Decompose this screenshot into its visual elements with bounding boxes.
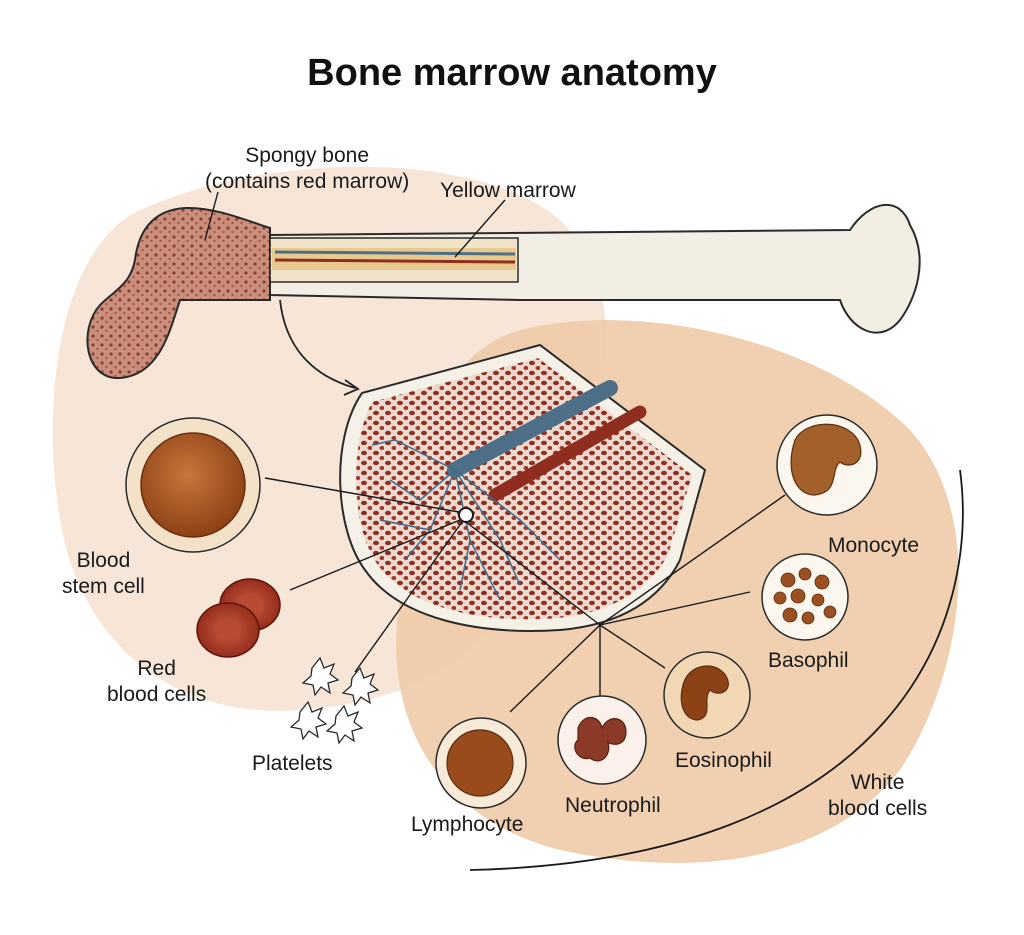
label-red-blood-cells-line2: blood cells <box>107 683 207 706</box>
blood-stem-cell <box>125 417 261 553</box>
basophil-cell <box>761 553 849 641</box>
white-blood-cells-bracket <box>469 469 964 871</box>
platelets <box>289 656 380 745</box>
label-spongy-bone-line1: Spongy bone <box>245 144 369 167</box>
focus-circle <box>458 507 474 523</box>
red-blood-cells <box>196 578 281 658</box>
label-red-blood-cells: Red blood cells <box>107 656 206 708</box>
label-neutrophil: Neutrophil <box>565 794 661 817</box>
label-yellow-marrow: Yellow marrow <box>440 179 576 202</box>
femur-bone <box>86 204 921 380</box>
blood-vessel-red <box>488 405 647 502</box>
zoom-arrow <box>279 299 356 389</box>
neutrophil-cell <box>557 695 647 785</box>
leader-lines <box>204 191 786 713</box>
bone-cross-section <box>339 343 707 632</box>
label-white-blood-cells-line2: blood cells <box>828 797 928 820</box>
label-blood-stem-cell-line1: Blood <box>76 549 131 572</box>
label-white-blood-cells: White blood cells <box>828 770 927 822</box>
page-title: Bone marrow anatomy <box>307 52 717 94</box>
label-red-blood-cells-line1: Red <box>137 657 176 680</box>
label-monocyte: Monocyte <box>828 534 920 557</box>
capillary-network <box>371 439 561 601</box>
eosinophil-cell <box>663 651 751 739</box>
blood-vessel-blue <box>447 380 618 478</box>
label-blood-stem-cell: Blood stem cell <box>62 548 145 600</box>
label-basophil: Basophil <box>768 649 849 672</box>
label-eosinophil: Eosinophil <box>675 749 772 772</box>
label-blood-stem-cell-line2: stem cell <box>62 575 145 598</box>
lymphocyte-cell <box>435 717 527 809</box>
label-lymphocyte: Lymphocyte <box>411 813 524 836</box>
monocyte-cell <box>776 414 878 516</box>
label-white-blood-cells-line1: White <box>850 771 905 794</box>
label-platelets: Platelets <box>252 752 333 775</box>
label-spongy-bone: Spongy bone (contains red marrow) <box>205 143 409 195</box>
label-spongy-bone-line2: (contains red marrow) <box>205 170 410 193</box>
